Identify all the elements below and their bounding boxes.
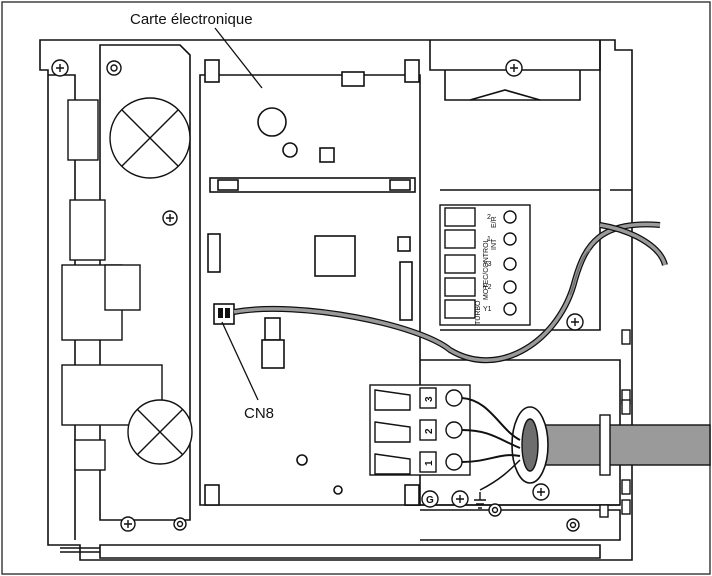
pin-label: Y3 bbox=[483, 261, 492, 268]
circuit-board bbox=[199, 59, 421, 506]
pin-caption: INT bbox=[491, 238, 498, 250]
side-clips bbox=[599, 329, 631, 518]
ground-label: G bbox=[426, 495, 434, 506]
pin-label: 3 bbox=[424, 396, 435, 402]
cable bbox=[233, 221, 668, 364]
pin-caption: TURBO bbox=[475, 300, 482, 325]
board-label: Carte électronique bbox=[130, 11, 253, 28]
pin-caption: E/R bbox=[491, 216, 498, 228]
pin-label: 2 bbox=[424, 428, 435, 434]
pin-caption: MOTEC/CONTROL bbox=[483, 238, 490, 300]
pin-label: 2 bbox=[487, 214, 491, 221]
pin-label: 1 bbox=[424, 460, 435, 466]
upper-terminal-rows bbox=[444, 207, 517, 319]
left-components bbox=[61, 97, 193, 471]
pin-label: Y1 bbox=[483, 306, 492, 313]
lower-terminal-pin-labels: 3 2 1 bbox=[424, 396, 435, 466]
upper-terminal-pin-labels: Y1 Y2 Y3 1 2 TURBO MOTEC/CONTROL INT E/R bbox=[475, 214, 498, 325]
cn8-label: CN8 bbox=[244, 405, 274, 422]
lower-cable bbox=[461, 397, 711, 491]
pin-label: Y2 bbox=[483, 284, 492, 291]
pin-label: 1 bbox=[487, 236, 491, 243]
cn8-connector bbox=[213, 303, 235, 325]
screws bbox=[51, 59, 584, 532]
terminal-block-lower bbox=[369, 384, 471, 476]
callout-leaders bbox=[214, 27, 263, 401]
terminal-block-upper bbox=[439, 204, 531, 326]
ground-marker: G bbox=[421, 490, 486, 509]
ground-icon bbox=[474, 492, 486, 509]
